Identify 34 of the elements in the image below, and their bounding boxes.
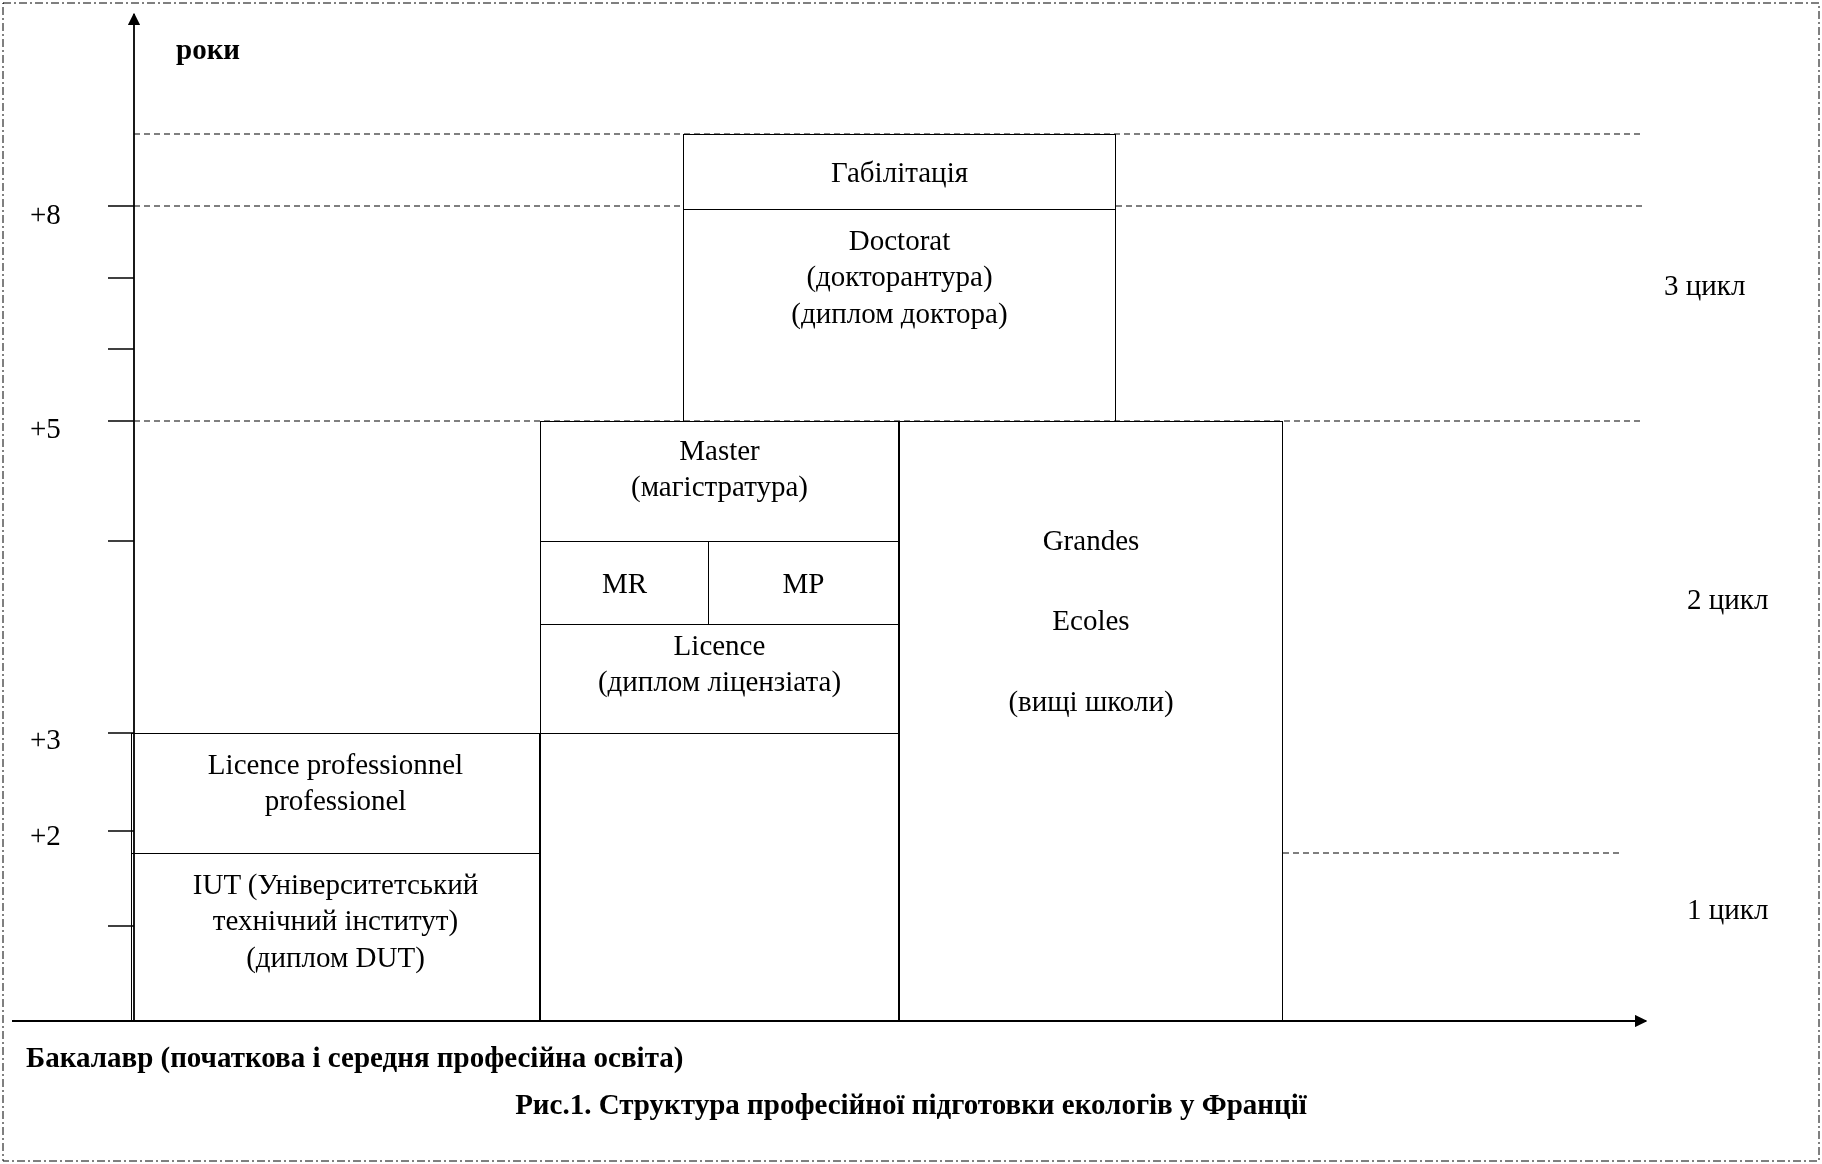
figure-caption: Рис.1. Структура професійної підготовки екологів у Франції <box>515 1087 1307 1122</box>
level-box <box>540 421 899 542</box>
level-box <box>683 209 1116 422</box>
level-box <box>899 421 1283 1022</box>
box-label: (диплом ліцензіата) <box>597 664 842 700</box>
box-label: Ecoles <box>1052 603 1130 639</box>
box-label: (вищі школи) <box>1008 683 1174 719</box>
cycle-label: 1 цикл <box>1687 892 1769 927</box>
axis-title: роки <box>176 32 241 67</box>
axis-title: Бакалавр (початкова і середня професійна освіта) <box>26 1040 684 1075</box>
level-box <box>131 853 540 1022</box>
cycle-label: 3 цикл <box>1664 268 1746 303</box>
box-label: Doctorat <box>848 223 951 258</box>
box-label: MR <box>601 565 648 601</box>
box-label: (магістратура) <box>631 469 808 505</box>
box-label: Габілітація <box>830 154 969 190</box>
box-label: (диплом DUT) <box>246 939 425 975</box>
year-tick-label: +8 <box>30 197 61 232</box>
year-tick-label: +3 <box>30 722 61 757</box>
box-label: Licence <box>673 628 766 663</box>
box-label: MP <box>782 565 825 601</box>
box-label: IUT (Університетський технічний інститут) <box>191 867 480 939</box>
level-box <box>540 624 899 734</box>
box-label: Master <box>679 433 760 468</box>
level-box <box>683 134 1116 210</box>
box-label: (докторантура) <box>806 259 993 295</box>
year-tick-label: +5 <box>30 411 61 446</box>
year-tick-label: +2 <box>30 818 61 853</box>
box-label: Grandes <box>1042 523 1140 558</box>
cycle-label: 2 цикл <box>1687 582 1769 617</box>
empty-box <box>540 733 899 1022</box>
box-label: (диплом доктора) <box>791 295 1008 331</box>
box-label: Licence professionnel professionel <box>206 747 465 819</box>
level-box <box>131 733 540 854</box>
